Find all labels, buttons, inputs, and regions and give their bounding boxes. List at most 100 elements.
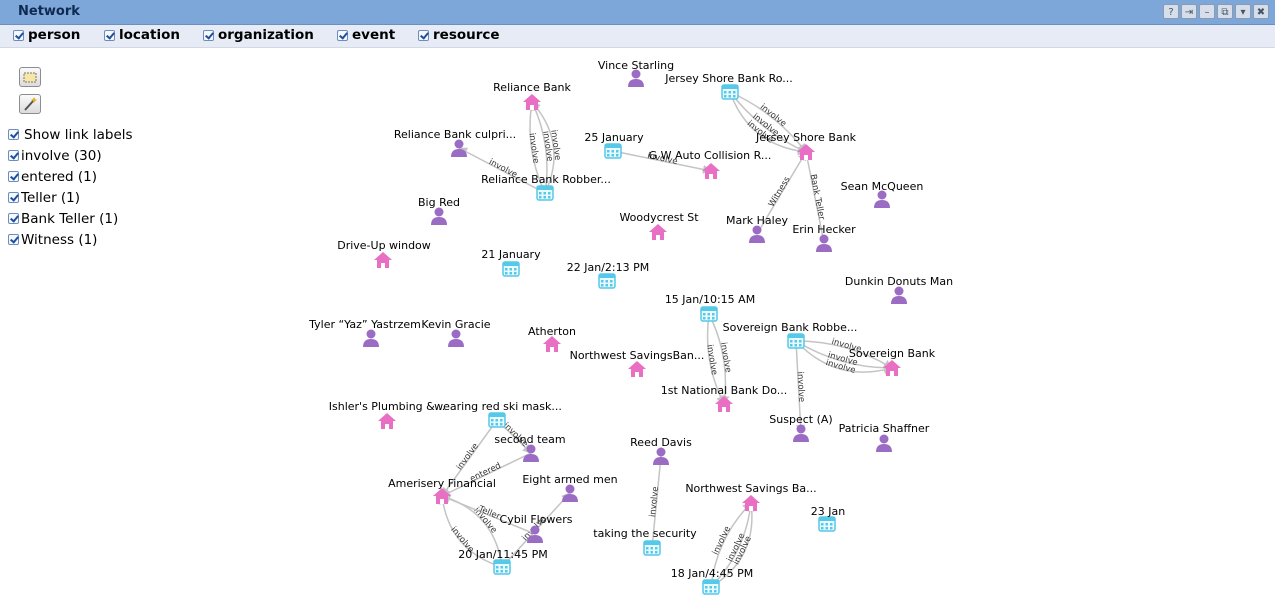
graph-node-person[interactable]: Patricia Shaffner [839, 422, 930, 452]
edge-line [795, 340, 893, 369]
legend-item-bank-teller[interactable]: Bank Teller (1) [8, 208, 133, 229]
graph-node-location[interactable]: 1st National Bank Do... [661, 384, 788, 412]
checkbox-icon[interactable] [8, 150, 19, 161]
graph-node-location[interactable]: Northwest SavingsBan... [570, 349, 705, 377]
filter-resource[interactable]: resource [418, 27, 500, 43]
event-calendar-icon [604, 143, 622, 159]
graph-node-location[interactable]: Ishler's Plumbing &... [329, 400, 445, 429]
graph-node-person[interactable]: Dunkin Donuts Man [845, 275, 953, 304]
node-label: Jersey Shore Bank Ro... [664, 72, 793, 85]
graph-node-person[interactable]: Big Red [418, 196, 460, 225]
minimize-icon[interactable]: – [1199, 4, 1215, 19]
graph-edge[interactable]: involve [531, 101, 562, 194]
checkbox-icon[interactable] [104, 29, 115, 41]
checkbox-icon[interactable] [13, 29, 24, 41]
checkbox-icon[interactable] [8, 213, 19, 224]
graph-node-event[interactable]: 15 Jan/10:15 AM [665, 293, 755, 322]
location-house-icon [374, 252, 392, 268]
legend-item-witness[interactable]: Witness (1) [8, 229, 133, 250]
event-calendar-icon [536, 185, 554, 201]
node-label: Mark Haley [726, 214, 788, 227]
location-house-icon [702, 163, 720, 179]
graph-edge[interactable]: involve [795, 340, 807, 434]
node-label: Tyler “Yaz” Yastrzem [308, 318, 421, 331]
legend-item-teller[interactable]: Teller (1) [8, 187, 133, 208]
graph-node-location[interactable]: Sovereign Bank [849, 347, 936, 376]
checkbox-icon[interactable] [203, 29, 214, 41]
node-label: Cybil Flowers [500, 513, 573, 526]
node-label: Northwest Savings Ba... [685, 482, 816, 495]
graph-node-person[interactable]: second team [494, 433, 566, 462]
filter-event[interactable]: event [337, 27, 395, 43]
graph-node-person[interactable]: Tyler “Yaz” Yastrzem [308, 318, 421, 347]
legend-item-involve[interactable]: involve (30) [8, 145, 133, 166]
magic-wand-icon [24, 97, 37, 111]
menu-chevron-down-icon[interactable]: ▾ [1235, 4, 1251, 19]
person-icon [874, 190, 890, 208]
graph-node-location[interactable]: Northwest Savings Ba... [685, 482, 817, 511]
checkbox-icon[interactable] [8, 234, 19, 245]
graph-node-location[interactable]: Jersey Shore Bank [755, 131, 857, 160]
graph-node-location[interactable]: Amerisery Financial [388, 477, 496, 504]
graph-node-person[interactable]: Reed Davis [630, 436, 692, 465]
location-house-icon [543, 336, 561, 352]
legend-item-entered[interactable]: entered (1) [8, 166, 133, 187]
close-icon[interactable]: ✖ [1253, 4, 1269, 19]
node-label: second team [494, 433, 565, 446]
graph-node-person[interactable]: Eight armed men [522, 473, 618, 502]
checkbox-icon[interactable] [8, 171, 19, 182]
graph-node-event[interactable]: 23 Jan [811, 505, 845, 532]
node-label: 18 Jan/4:45 PM [671, 567, 753, 580]
graph-node-event[interactable]: Sovereign Bank Robbe... [723, 321, 858, 349]
graph-node-person[interactable]: Vince Starling [598, 59, 674, 87]
checkbox-icon[interactable] [8, 129, 19, 140]
edge-line [795, 340, 806, 434]
graph-edge[interactable]: involve [704, 313, 725, 405]
graph-edge[interactable]: involve [648, 455, 665, 549]
filter-organization[interactable]: organization [203, 27, 314, 43]
graph-node-location[interactable]: G W Auto Collision R... [649, 149, 772, 179]
edge-line [526, 101, 546, 194]
graph-node-location[interactable]: Atherton [528, 325, 576, 352]
pin-icon[interactable]: ⇥ [1181, 4, 1197, 19]
add-link-tool-button[interactable] [19, 94, 41, 114]
checkbox-icon[interactable] [418, 29, 429, 41]
graph-edge[interactable]: involve [708, 313, 733, 405]
graph-node-person[interactable]: Mark Haley [726, 214, 788, 243]
graph-node-event[interactable]: Reliance Bank Robber... [481, 173, 611, 201]
graph-node-person[interactable]: Erin Hecker [792, 223, 856, 252]
graph-node-event[interactable]: 18 Jan/4:45 PM [671, 567, 753, 595]
graph-node-event[interactable]: taking the security [593, 527, 697, 556]
node-label: Reed Davis [630, 436, 692, 449]
show-link-labels-toggle[interactable]: Show link labels [8, 124, 133, 145]
graph-node-event[interactable]: wearing red ski mask... [434, 400, 562, 428]
node-label: taking the security [593, 527, 697, 540]
graph-node-event[interactable]: 25 January [584, 131, 644, 159]
filter-person[interactable]: person [13, 27, 80, 43]
event-calendar-icon [598, 273, 616, 289]
graph-node-event[interactable]: 20 Jan/11:45 PM [458, 548, 548, 575]
checkbox-icon[interactable] [337, 29, 348, 41]
graph-node-person[interactable]: Cybil Flowers [500, 513, 573, 543]
node-label: Sean McQueen [841, 180, 924, 193]
graph-node-location[interactable]: Reliance Bank [493, 81, 571, 110]
graph-node-event[interactable]: Jersey Shore Bank Ro... [664, 72, 793, 100]
filter-location[interactable]: location [104, 27, 180, 43]
graph-node-person[interactable]: Kevin Gracie [421, 318, 491, 347]
graph-edge[interactable]: involve [526, 101, 546, 194]
help-icon[interactable]: ? [1163, 4, 1179, 19]
popout-icon[interactable]: ⧉ [1217, 4, 1233, 19]
graph-node-person[interactable]: Sean McQueen [841, 180, 924, 208]
graph-node-event[interactable]: 22 Jan/2:13 PM [567, 261, 649, 289]
event-calendar-icon [721, 84, 739, 100]
select-area-tool-button[interactable] [19, 67, 41, 87]
node-label: Reliance Bank [493, 81, 571, 94]
graph-node-person[interactable]: Reliance Bank culpri... [394, 128, 516, 157]
event-calendar-icon [493, 559, 511, 575]
checkbox-icon[interactable] [8, 192, 19, 203]
graph-node-location[interactable]: Woodycrest St [619, 211, 699, 240]
graph-node-location[interactable]: Drive-Up window [337, 239, 431, 268]
graph-node-event[interactable]: 21 January [481, 248, 541, 277]
graph-node-person[interactable]: Suspect (A) [769, 413, 833, 442]
